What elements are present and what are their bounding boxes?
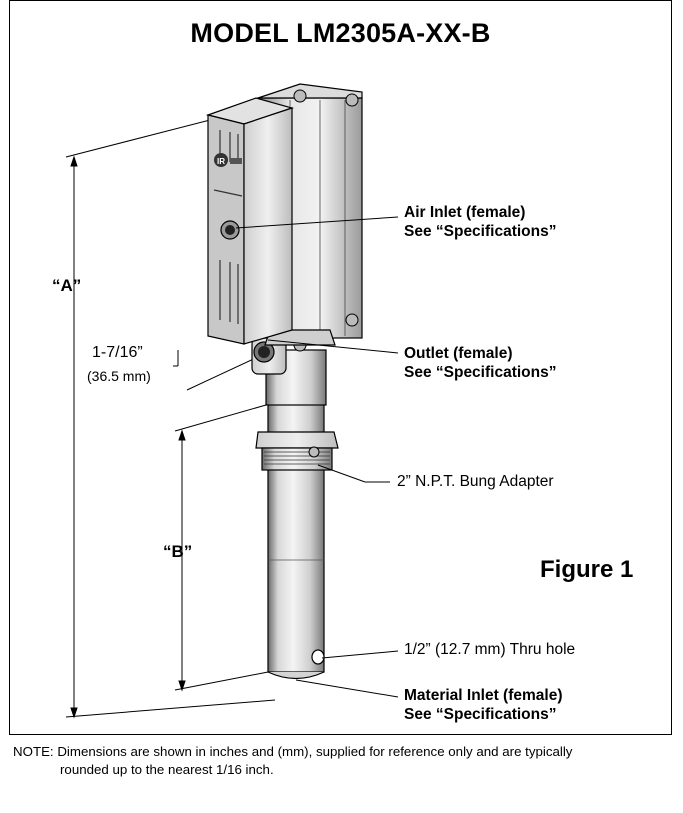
outlet-callout-title: Outlet (female) xyxy=(404,345,513,362)
callout-leaders xyxy=(235,216,399,698)
thru-hole-callout: 1/2” (12.7 mm) Thru hole xyxy=(404,641,576,658)
reference-note: NOTE: Dimensions are shown in inches and… xyxy=(13,743,678,779)
pump-tube xyxy=(267,449,325,680)
bung-adapter xyxy=(255,401,339,471)
figure-label: Figure 1 xyxy=(540,556,634,583)
dimension-a xyxy=(65,119,276,719)
brand-logo xyxy=(214,153,228,167)
material-inlet-callout-sub: See “Specifications” xyxy=(404,706,557,723)
thru-hole xyxy=(311,649,325,665)
dimension-outlet-offset xyxy=(173,350,263,391)
dimension-b xyxy=(174,404,269,692)
dimension-b-label: “B” xyxy=(163,542,193,561)
brand-logo-text: IR xyxy=(217,157,225,166)
outlet-offset-label: 1-7/16” xyxy=(92,344,143,361)
outlet-neck xyxy=(251,337,327,406)
note-line-1: NOTE: Dimensions are shown in inches and… xyxy=(13,744,573,759)
outlet-callout-sub: See “Specifications” xyxy=(404,364,557,381)
motor-face-plate: IR xyxy=(205,97,295,345)
air-inlet-callout-sub: See “Specifications” xyxy=(404,223,557,240)
air-inlet-callout-title: Air Inlet (female) xyxy=(404,204,526,221)
bung-adapter-callout: 2” N.P.T. Bung Adapter xyxy=(397,473,554,490)
outlet-offset-mm-label: (36.5 mm) xyxy=(87,368,151,384)
note-line-2: rounded up to the nearest 1/16 inch. xyxy=(60,762,274,777)
dimension-a-label: “A” xyxy=(52,276,82,295)
page-title: MODEL LM2305A-XX-B xyxy=(190,18,491,48)
material-inlet-callout-title: Material Inlet (female) xyxy=(404,687,563,704)
